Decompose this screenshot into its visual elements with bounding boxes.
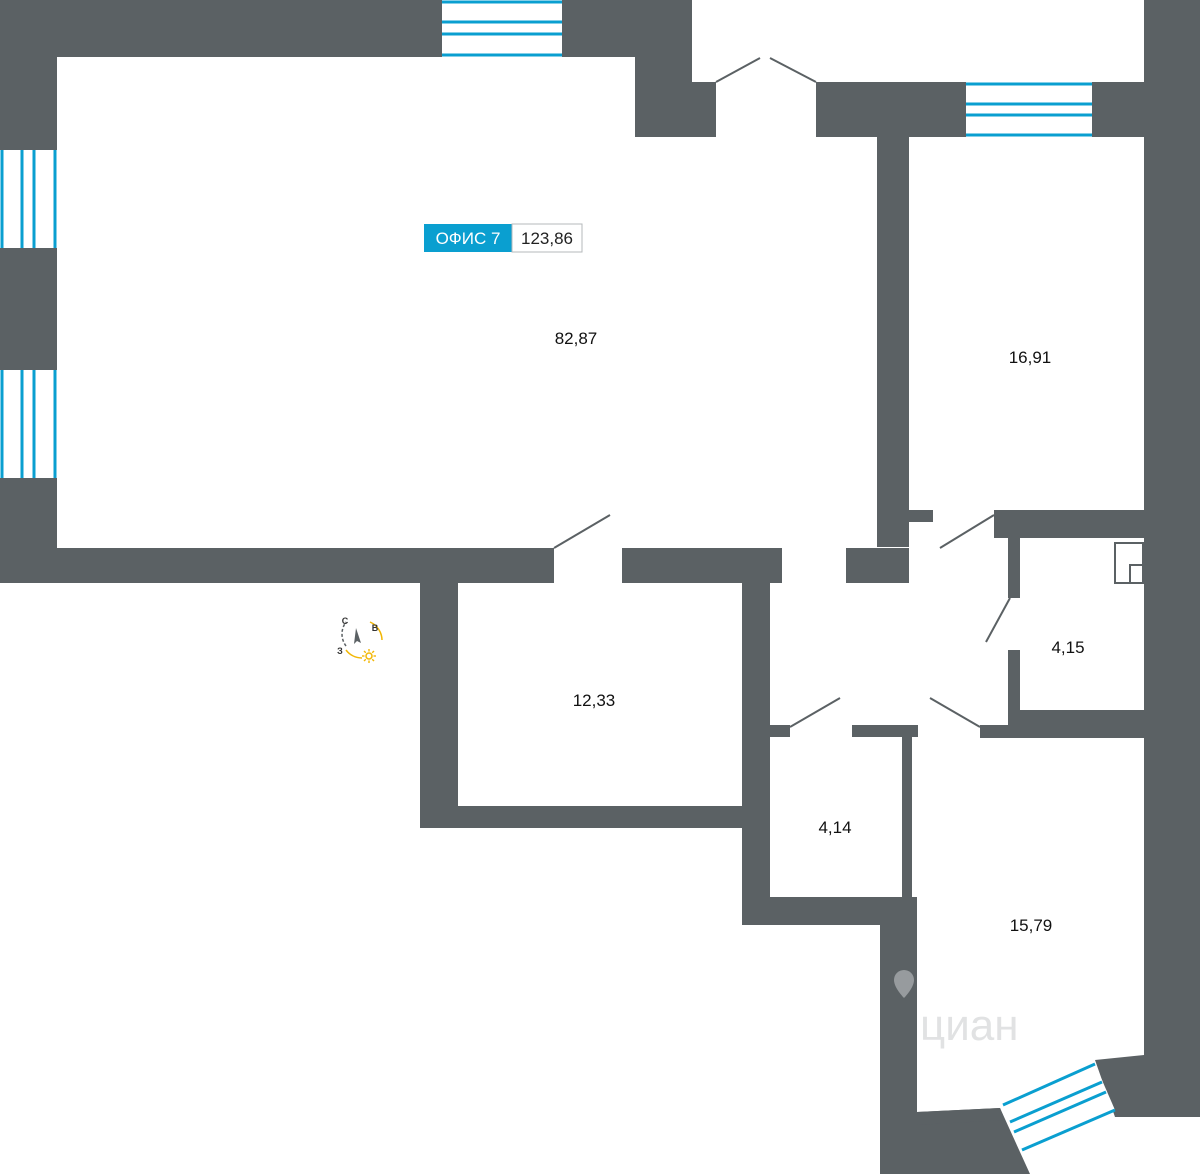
- room-area-bottom-right: 15,79: [1010, 916, 1053, 935]
- office-name: ОФИС 7: [436, 229, 501, 248]
- compass-east: В: [372, 623, 379, 633]
- compass-north: С: [342, 616, 349, 626]
- compass-needle: [354, 628, 361, 644]
- compass-west: З: [337, 646, 343, 656]
- compass: С В З: [337, 616, 383, 663]
- watermark: циан: [894, 970, 1019, 1050]
- room-area-wc-bottom: 4,14: [818, 818, 851, 837]
- sun-icon: [362, 649, 376, 663]
- room-labels: 82,87 16,91 12,33 4,15 4,14 15,79: [555, 329, 1085, 935]
- room-area-wc-top: 4,15: [1051, 638, 1084, 657]
- map-pin-icon: [894, 970, 914, 998]
- room-area-main-hall: 82,87: [555, 329, 598, 348]
- watermark-text: циан: [920, 1001, 1019, 1050]
- office-tag: ОФИС 7 123,86: [424, 223, 583, 253]
- office-total-area: 123,86: [521, 229, 573, 248]
- windows: [0, 0, 1116, 1152]
- room-area-right-room: 16,91: [1009, 348, 1052, 367]
- room-area-small-room-left: 12,33: [573, 691, 616, 710]
- doors: [553, 57, 1011, 728]
